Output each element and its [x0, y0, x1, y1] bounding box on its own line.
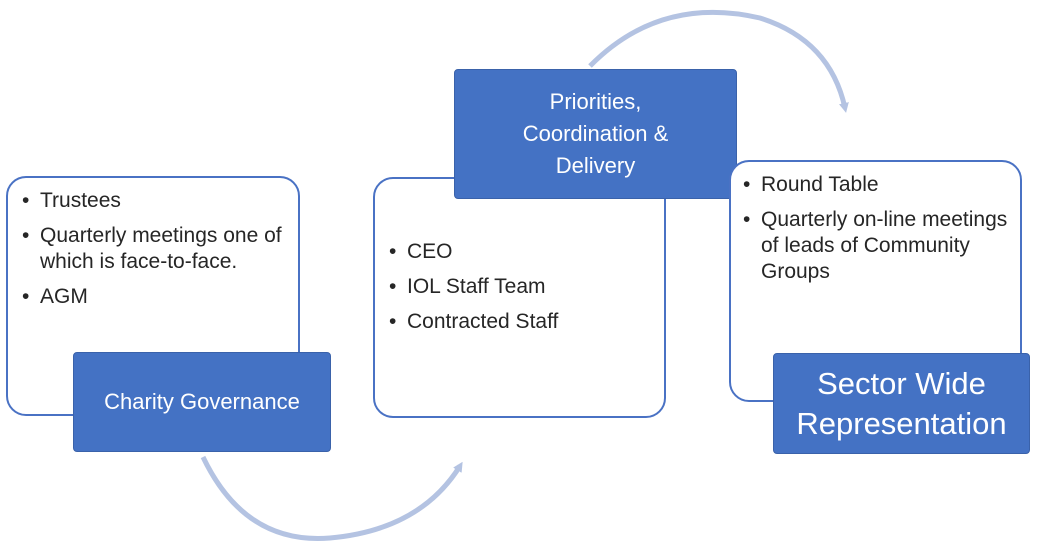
curved-arrow-top: [588, 9, 849, 113]
charity-governance-label: Charity Governance: [73, 352, 331, 452]
list-item: Trustees: [18, 188, 288, 214]
list-item: Round Table: [739, 172, 1010, 198]
charity-governance-list: Trustees Quarterly meetings one of which…: [18, 188, 288, 310]
list-item: IOL Staff Team: [385, 274, 652, 300]
list-item: Contracted Staff: [385, 309, 652, 335]
list-item: CEO: [385, 239, 652, 265]
list-item: Quarterly on-line meetings of leads of C…: [739, 207, 1010, 285]
curved-arrow-bottom: [200, 455, 463, 542]
list-item: Quarterly meetings one of which is face-…: [18, 223, 288, 275]
sector-label: Sector Wide Representation: [773, 353, 1030, 454]
sector-list: Round Table Quarterly on-line meetings o…: [739, 172, 1010, 285]
charity-governance-card: Trustees Quarterly meetings one of which…: [6, 176, 300, 416]
priorities-list: CEO IOL Staff Team Contracted Staff: [385, 239, 652, 335]
priorities-card: CEO IOL Staff Team Contracted Staff: [373, 177, 666, 418]
priorities-label: Priorities, Coordination & Delivery: [454, 69, 737, 199]
list-item: AGM: [18, 284, 288, 310]
